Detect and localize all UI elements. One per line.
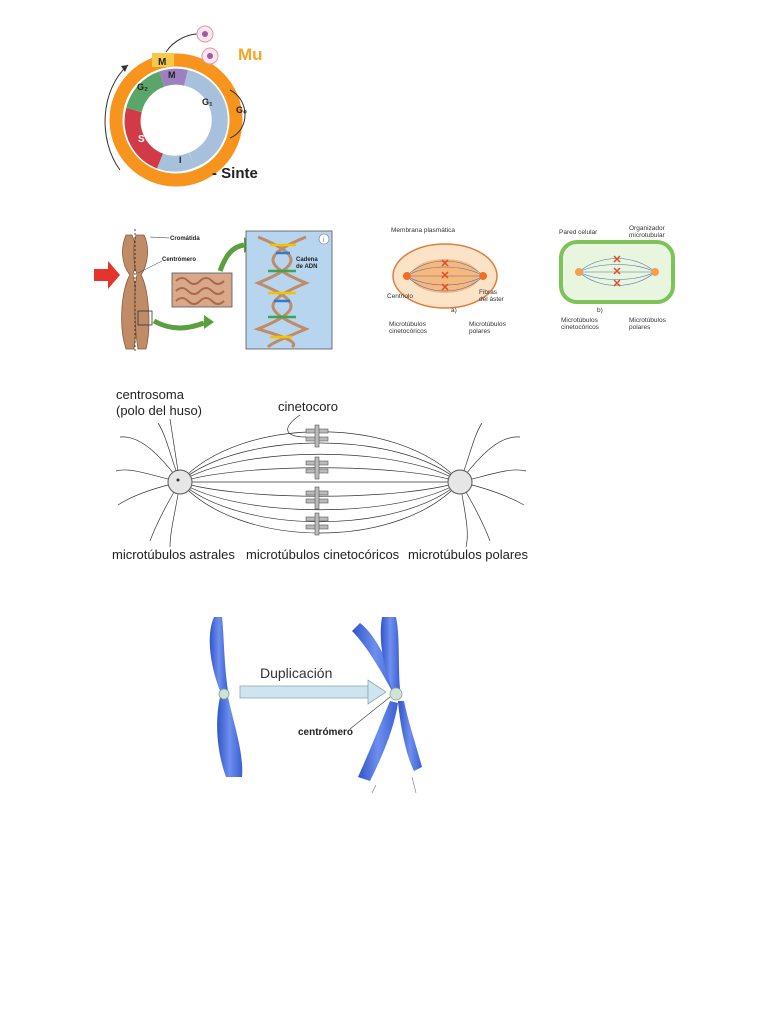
s-segment <box>124 107 164 169</box>
cromatida-label: Cromátida <box>170 236 200 242</box>
cycle-outer-ring <box>109 53 243 187</box>
g1-label: G₁ <box>202 97 213 107</box>
single-chromosome <box>209 617 243 777</box>
g0-loop-arrow <box>229 89 246 139</box>
pointer-arrow <box>94 261 120 289</box>
single-centromere <box>218 688 230 700</box>
g2-label: G₂ <box>137 82 148 92</box>
pared-label: Pared celular <box>559 229 598 236</box>
m-outer-box <box>152 53 174 67</box>
duplication-arrow-head <box>367 679 387 705</box>
centrosome-left <box>167 469 193 495</box>
astrales-label: microtúbulos astrales <box>112 547 235 562</box>
centromero-dup-label: centrómero <box>298 727 353 738</box>
centrosome-right <box>447 469 473 495</box>
m-inner-label: M <box>168 70 176 80</box>
cycle-direction-arrow <box>104 64 129 171</box>
duplicated-chromosome <box>352 617 422 781</box>
cycle-inner-ring <box>124 68 228 172</box>
chromosome <box>121 234 150 350</box>
centriolo-label: Centriolo <box>387 293 413 300</box>
cell-cycle-diagram: M M G₂ G₁ S I G₀ Mu - Sinte <box>104 25 263 187</box>
polares-label: microtúbulos polares <box>408 547 528 562</box>
duplicated-centromere <box>389 687 403 701</box>
cinetocoricos-label: microtúbulos cinetocóricos <box>246 547 400 562</box>
kinetochores <box>305 424 329 536</box>
label-a: a) <box>451 307 457 314</box>
spindle-diagram: centrosoma(polo del huso) cinetocoro mic… <box>112 387 528 562</box>
centromero-label: Centrómero <box>162 257 196 263</box>
g1-segment <box>183 69 228 168</box>
centrosoma-label: centrosoma(polo del huso) <box>116 387 202 418</box>
g2-segment <box>126 71 166 113</box>
info-icon <box>318 233 330 245</box>
i-outer-label: I <box>179 155 182 165</box>
duplication-arrow-shaft <box>239 685 369 699</box>
zoom-arrow-upper <box>217 242 245 272</box>
g0-label: G₀ <box>236 105 247 115</box>
duplication-diagram: Duplicación centrómero <box>209 617 422 794</box>
zoom-arrow-lower <box>152 318 205 331</box>
sinte-label: - Sinte <box>212 165 258 182</box>
svg-text:i: i <box>323 237 325 244</box>
m-outer-label: M <box>158 57 166 68</box>
m-segment <box>159 68 188 87</box>
division-arrow <box>165 33 199 53</box>
label-b: b) <box>597 307 603 314</box>
duplicacion-label: Duplicación <box>260 665 332 681</box>
g1-lower-segment <box>157 152 196 172</box>
cinetocoro-label: cinetocoro <box>278 399 338 414</box>
membrana-label: Membrana plasmática <box>391 227 455 234</box>
mu-label: Mu <box>238 45 263 64</box>
s-label: S <box>138 134 145 145</box>
